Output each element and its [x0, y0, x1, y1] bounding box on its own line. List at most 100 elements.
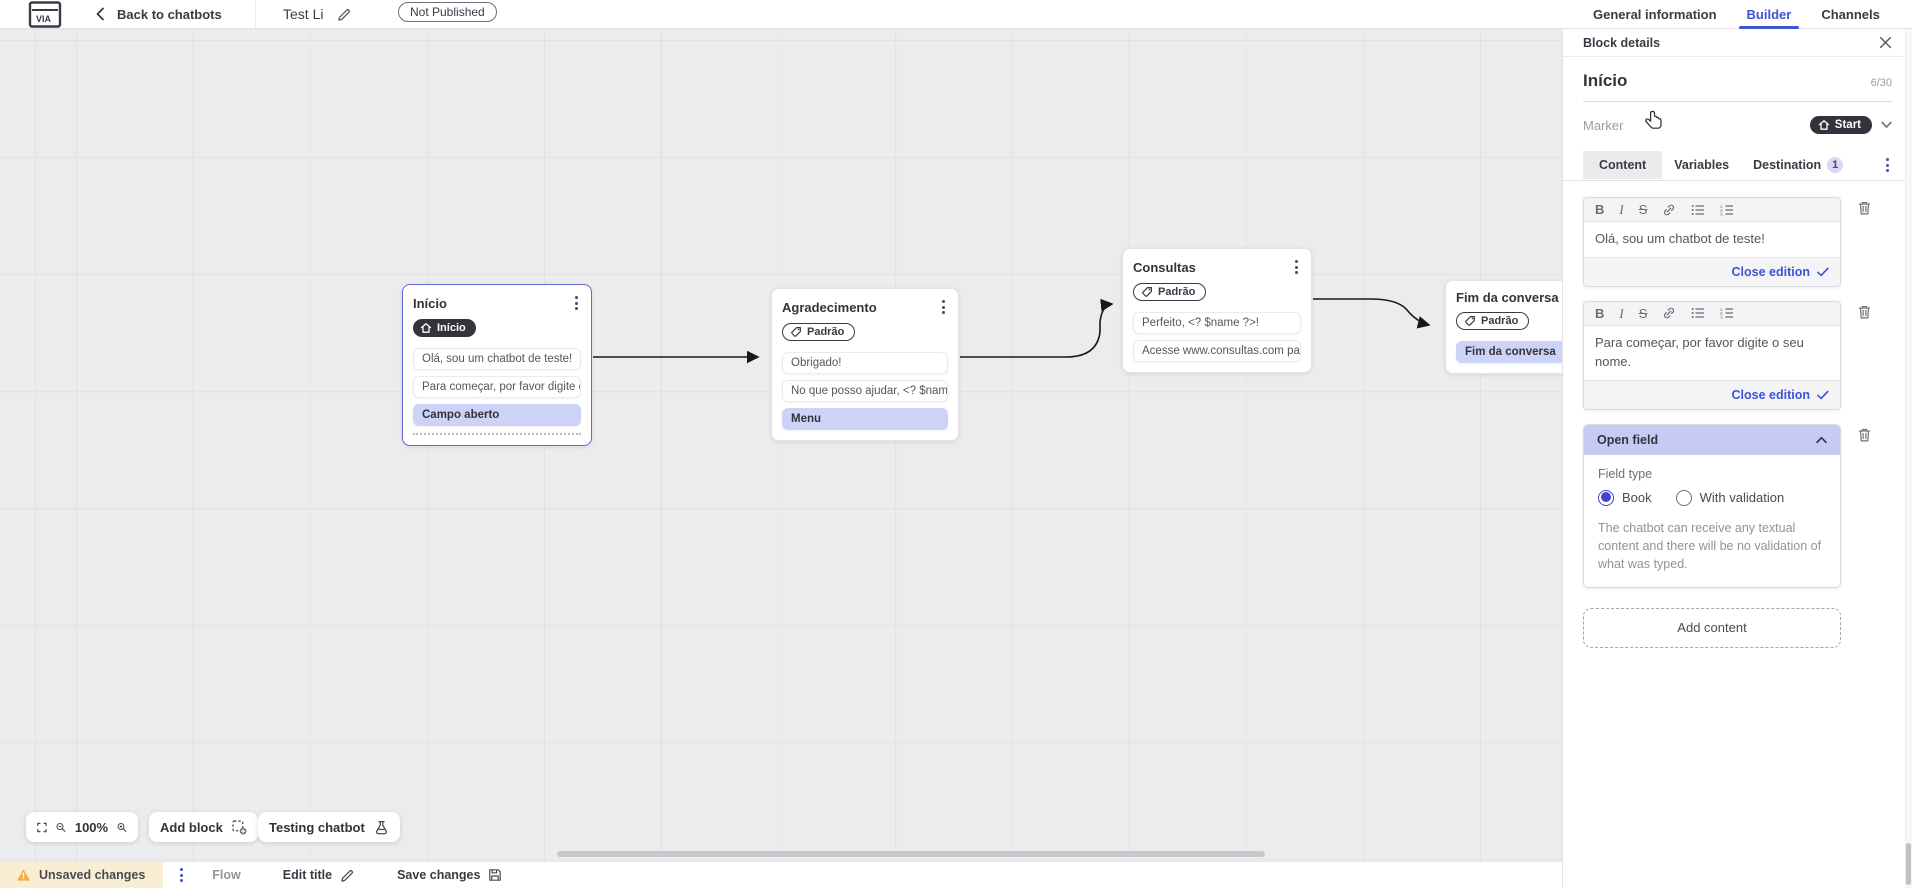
block-menu-icon[interactable] [1292, 258, 1301, 276]
block-message-row[interactable]: Olá, sou um chatbot de teste! [413, 348, 581, 370]
bold-icon[interactable]: B [1595, 305, 1605, 321]
flow-block-inicio[interactable]: Início Início Olá, sou um chatbot de tes… [402, 284, 592, 446]
zoom-in-icon[interactable] [117, 821, 127, 834]
default-marker-badge: Padrão [782, 323, 856, 341]
tag-icon [1465, 316, 1475, 326]
edit-title-pencil-icon[interactable] [337, 7, 352, 22]
block-message-row[interactable]: Obrigado! [782, 352, 948, 374]
destination-count-badge: 1 [1827, 157, 1844, 173]
editor-toolbar: B I S 1 2 [1584, 301, 1840, 326]
radio-with-validation[interactable]: With validation [1675, 489, 1784, 506]
tab-variables[interactable]: Variables [1674, 158, 1730, 172]
house-icon [420, 323, 432, 333]
edge-agradecimento-consultas [960, 298, 1114, 358]
numbered-list-icon[interactable]: 1 2 3 [1720, 307, 1734, 319]
tab-builder[interactable]: Builder [1738, 0, 1800, 29]
trash-icon[interactable] [1857, 200, 1872, 216]
bold-icon[interactable]: B [1595, 202, 1605, 217]
numbered-list-icon[interactable]: 1 2 3 [1720, 204, 1734, 216]
field-type-description: The chatbot can receive any textual cont… [1598, 520, 1822, 571]
pencil-icon [341, 869, 354, 882]
panel-scrollbar[interactable] [1905, 29, 1912, 888]
block-name-input[interactable]: Início [1583, 71, 1628, 90]
marker-select[interactable]: Start [1809, 116, 1872, 134]
field-type-label: Field type [1598, 466, 1653, 481]
bullet-list-icon[interactable] [1691, 307, 1705, 319]
testing-chatbot-button[interactable]: Testing chatbot [258, 812, 400, 842]
tab-channels[interactable]: Channels [1821, 7, 1880, 22]
add-block-button[interactable]: Add block [149, 812, 258, 842]
block-field-row[interactable]: Menu [782, 408, 948, 430]
editor-text[interactable]: Para começar, por favor digite o seu nom… [1584, 325, 1840, 380]
default-marker-badge: Padrão [1456, 312, 1530, 330]
close-icon[interactable] [1879, 36, 1892, 49]
text-content-editor[interactable]: B I S 1 2 [1583, 197, 1841, 287]
panel-scrollbar-thumb[interactable] [1906, 843, 1911, 885]
flow-block-fim-da-conversa[interactable]: Fim da conversa Padrão Fim da conversa [1445, 280, 1562, 374]
panel-options-menu-icon[interactable] [1883, 156, 1892, 174]
block-message-row[interactable]: No que posso ajudar, <? $name ... [782, 380, 948, 402]
bullet-list-icon[interactable] [1691, 204, 1705, 216]
flow-connections [593, 298, 1431, 364]
status-bar: Unsaved changes Flow Edit title Save cha… [0, 861, 1562, 888]
content-editor-row: B I S 1 2 [1583, 197, 1892, 287]
app-logo-icon: VIA [28, 1, 62, 28]
chevron-left-icon [96, 7, 104, 21]
trash-icon[interactable] [1857, 304, 1872, 320]
block-message-row[interactable]: Acesse www.consultas.com par... [1133, 340, 1301, 362]
chevron-up-icon [1816, 436, 1827, 443]
block-field-row[interactable]: Campo aberto [413, 404, 581, 426]
tab-destination[interactable]: Destination 1 [1741, 150, 1855, 180]
block-menu-icon[interactable] [572, 294, 581, 312]
editor-text[interactable]: Olá, sou um chatbot de teste! [1584, 222, 1840, 257]
tab-general-information[interactable]: General information [1593, 7, 1717, 22]
block-menu-icon[interactable] [939, 298, 948, 316]
text-content-editor[interactable]: B I S 1 2 [1583, 300, 1841, 410]
edit-title-button[interactable]: Edit title [283, 868, 355, 883]
flow-canvas[interactable]: Início Início Olá, sou um chatbot de tes… [0, 29, 1562, 861]
zoom-level: 100% [74, 819, 109, 835]
header-tabs: General information Builder Channels [1593, 0, 1880, 29]
close-edition-button[interactable]: Close edition [1731, 264, 1810, 279]
strikethrough-icon[interactable]: S [1638, 202, 1648, 217]
svg-text:2: 2 [1720, 311, 1723, 316]
strikethrough-icon[interactable]: S [1638, 305, 1648, 321]
save-changes-button[interactable]: Save changes [397, 868, 502, 882]
tag-icon [1142, 287, 1152, 297]
check-icon [1817, 390, 1829, 399]
back-label: Back to chatbots [117, 6, 222, 22]
canvas-horizontal-scrollbar[interactable] [557, 851, 1265, 857]
add-content-button[interactable]: Add content [1583, 607, 1841, 648]
radio-book[interactable]: Book [1598, 489, 1652, 506]
trash-icon[interactable] [1857, 427, 1872, 443]
close-edition-button[interactable]: Close edition [1731, 387, 1810, 402]
unsaved-changes-indicator: Unsaved changes [0, 862, 164, 888]
italic-icon[interactable]: I [1619, 202, 1624, 217]
open-field-header[interactable]: Open field [1584, 424, 1840, 455]
open-field-row: Open field Field type Book [1583, 423, 1892, 588]
zoom-out-icon[interactable] [56, 821, 66, 834]
link-icon[interactable] [1662, 203, 1676, 217]
flow-block-consultas[interactable]: Consultas Padrão Perfeito, <? $name ?>! … [1122, 248, 1312, 373]
chevron-down-icon[interactable] [1881, 121, 1892, 129]
statusbar-menu-icon[interactable] [177, 866, 186, 884]
header-divider [255, 0, 256, 28]
block-field-row[interactable]: Fim da conversa [1456, 341, 1562, 363]
edge-consultas-fim [1313, 298, 1431, 329]
content-editor-row: B I S 1 2 [1583, 300, 1892, 410]
block-message-row[interactable]: Para começar, por favor digite o ... [413, 376, 581, 398]
link-icon[interactable] [1662, 306, 1676, 320]
name-char-counter: 6/30 [1870, 77, 1892, 89]
svg-text:1: 1 [1720, 307, 1723, 312]
flow-view-label[interactable]: Flow [212, 868, 241, 882]
italic-icon[interactable]: I [1619, 305, 1624, 321]
chatbot-title[interactable]: Test Li [283, 6, 324, 22]
fullscreen-icon[interactable] [37, 821, 47, 834]
tab-content[interactable]: Content [1583, 151, 1663, 179]
tag-icon [791, 327, 801, 337]
marker-label: Marker [1583, 117, 1624, 133]
flow-block-agradecimento[interactable]: Agradecimento Padrão Obrigado! No que po… [771, 288, 959, 441]
block-message-row[interactable]: Perfeito, <? $name ?>! [1133, 312, 1301, 334]
back-to-chatbots-button[interactable]: Back to chatbots [95, 0, 222, 28]
